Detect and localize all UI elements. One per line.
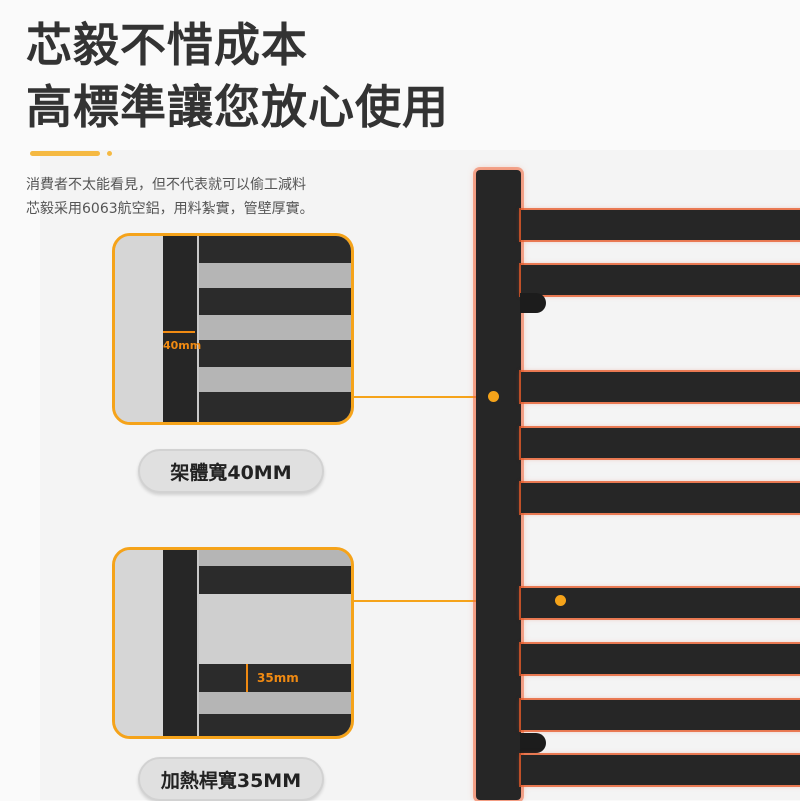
- wall: [115, 550, 163, 736]
- frame-post: [163, 550, 197, 736]
- frame-width-detail: 40mm: [112, 233, 354, 425]
- description-line-2: 芯毅采用6063航空鋁，用料紮實，管壁厚實。: [26, 201, 314, 217]
- heating-bar: [521, 265, 800, 295]
- accent-line: [30, 151, 100, 156]
- description-line-1: 消費者不太能看見，但不代表就可以偷工減料: [26, 177, 306, 193]
- bar-width-detail: 35mm: [112, 547, 354, 739]
- rail: [199, 664, 351, 692]
- accent-dot: [107, 151, 112, 156]
- headline-line-2: 高標準讓您放心使用: [26, 80, 449, 134]
- frame-post: [163, 236, 197, 422]
- heating-bar: [521, 483, 800, 513]
- connector-dot: [555, 595, 566, 606]
- heating-bar: [521, 644, 800, 674]
- rail: [199, 566, 351, 594]
- dimension-arrow: [163, 331, 195, 333]
- rail-gap: [199, 692, 351, 714]
- rail-gap: [199, 367, 351, 392]
- heating-bar: [521, 428, 800, 458]
- connector-line: [354, 600, 560, 602]
- rail-gap: [199, 263, 351, 288]
- dimension-label: 40mm: [163, 339, 202, 352]
- heating-bar: [521, 755, 800, 785]
- heating-bar: [521, 700, 800, 730]
- rail: [199, 236, 351, 263]
- wall-mount: [520, 293, 546, 313]
- rail-gap: [199, 550, 351, 566]
- headline-line-1: 芯毅不惜成本: [26, 18, 308, 72]
- heating-bar: [521, 588, 800, 618]
- rail: [199, 340, 351, 367]
- rail: [199, 392, 351, 422]
- dimension-label: 35mm: [257, 671, 299, 685]
- heating-bar: [521, 372, 800, 402]
- rail-gap: [199, 594, 351, 664]
- rail: [199, 714, 351, 736]
- rail: [199, 288, 351, 315]
- wall: [115, 236, 163, 422]
- towel-rack-frame: [476, 170, 521, 800]
- bar-width-label: 加熱桿寬35MM: [138, 757, 324, 801]
- heating-bar: [521, 210, 800, 240]
- connector-line: [354, 396, 494, 398]
- frame-width-label: 架體寬40MM: [138, 449, 324, 493]
- wall-mount: [520, 733, 546, 753]
- connector-dot: [488, 391, 499, 402]
- dimension-arrow: [246, 664, 248, 692]
- rail-gap: [199, 315, 351, 340]
